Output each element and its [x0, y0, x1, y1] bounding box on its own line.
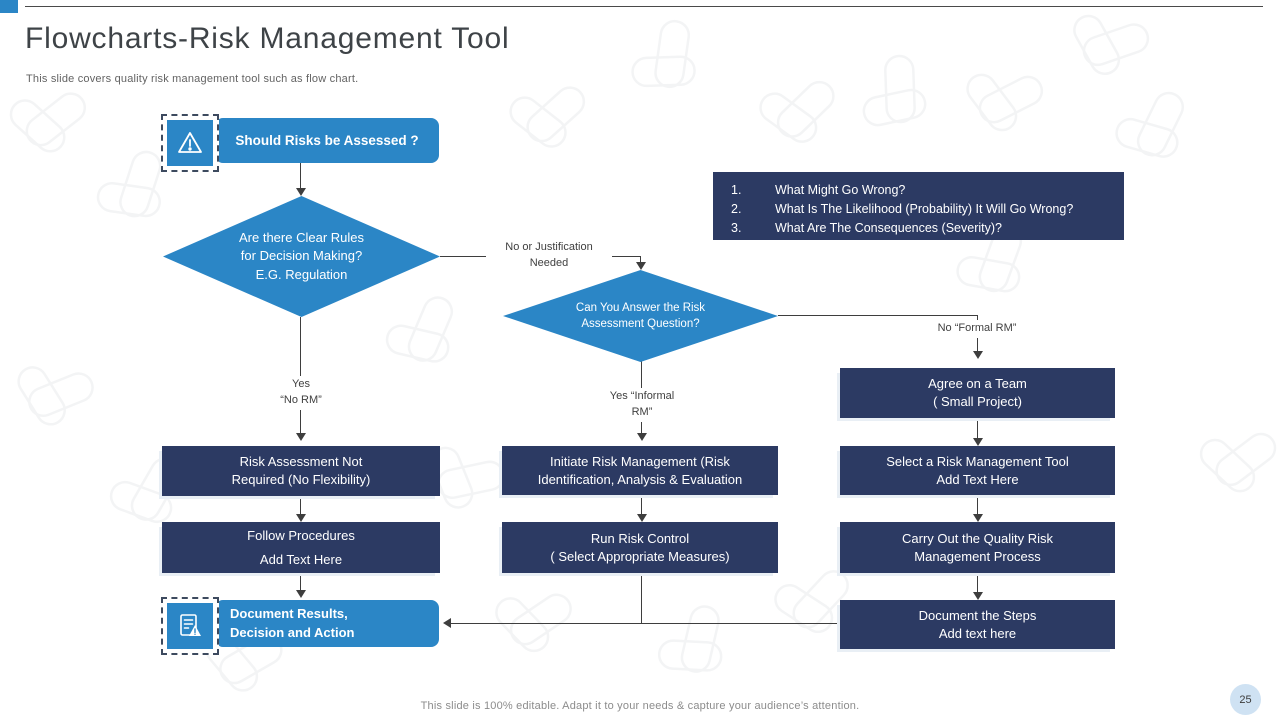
connector-decision1-down [300, 317, 301, 434]
node-select-tool-label: Select a Risk Management Tool Add Text H… [886, 453, 1069, 487]
node-risk-not-required: Risk Assessment Not Required (No Flexibi… [162, 446, 440, 496]
node-select-tool: Select a Risk Management Tool Add Text H… [840, 446, 1115, 495]
edge-label-no-justification: No or Justification Needed [486, 239, 612, 273]
warning-triangle-icon [167, 120, 213, 166]
question-text: What Might Go Wrong? [775, 183, 906, 197]
connector-risk-follow [300, 496, 301, 514]
connector-select-carry [977, 495, 978, 514]
edge-label-no-formal-rm: No “Formal RM” [917, 320, 1037, 338]
node-follow-procedures-line1: Follow Procedures [247, 527, 355, 543]
node-follow-procedures-line2: Add Text Here [259, 551, 343, 567]
decision-clear-rules: Are there Clear Rules for Decision Makin… [163, 196, 440, 317]
page-number-badge: 25 [1230, 684, 1261, 715]
node-agree-team: Agree on a Team ( Small Project) [840, 368, 1115, 418]
node-follow-procedures: Follow Procedures Add Text Here [162, 522, 440, 573]
arrowhead-risk-not-required [296, 433, 306, 441]
edge-label-yes-informal-rm: Yes “Informal RM” [594, 388, 690, 422]
page-subtitle: This slide covers quality risk managemen… [26, 73, 359, 85]
decision-clear-rules-label: Are there Clear Rules for Decision Makin… [239, 230, 364, 282]
node-document-results-label: Document Results, Decision and Action [230, 606, 355, 640]
arrowhead-into-document-results [443, 618, 451, 628]
connector-agree-select [977, 418, 978, 438]
accent-corner-bar [0, 0, 18, 13]
arrowhead-carry-out [973, 514, 983, 522]
question-item: 2. What Is The Likelihood (Probability) … [731, 200, 1114, 219]
document-warning-icon [167, 603, 213, 649]
connector-merge-documentresults [451, 623, 840, 624]
arrowhead-select-tool [973, 438, 983, 446]
arrowhead-document-steps [973, 592, 983, 600]
question-item: 1. What Might Go Wrong? [731, 181, 1114, 200]
page-number: 25 [1239, 693, 1252, 706]
node-agree-team-label: Agree on a Team ( Small Project) [928, 376, 1027, 409]
arrowhead-follow-procedures [296, 514, 306, 522]
node-initiate-risk-management: Initiate Risk Management (Risk Identific… [502, 446, 778, 495]
footer-note: This slide is 100% editable. Adapt it to… [420, 700, 860, 712]
arrowhead-start-decision1 [296, 188, 306, 196]
question-text: What Are The Consequences (Severity)? [775, 220, 1002, 235]
connector-start-decision1 [300, 163, 301, 189]
node-document-results: Document Results, Decision and Action [215, 600, 439, 647]
question-number: 3. [731, 220, 742, 235]
decision-answer-label: Can You Answer the Risk Assessment Quest… [575, 301, 706, 330]
arrowhead-run-risk-control [637, 514, 647, 522]
node-carry-out-label: Carry Out the Quality Risk Management Pr… [902, 530, 1053, 564]
question-text: What Is The Likelihood (Probability) It … [775, 201, 1074, 216]
question-item: 3. What Are The Consequences (Severity)? [731, 219, 1114, 238]
question-number: 1. [731, 183, 742, 197]
node-run-risk-control: Run Risk Control ( Select Appropriate Me… [502, 522, 778, 573]
node-risk-not-required-label: Risk Assessment Not Required (No Flexibi… [231, 454, 371, 487]
node-carry-out-process: Carry Out the Quality Risk Management Pr… [840, 522, 1115, 573]
connector-decision2-right [778, 315, 978, 316]
question-number: 2. [731, 201, 742, 216]
arrowhead-decision2-entry [636, 262, 646, 270]
arrowhead-initiate-rm [637, 433, 647, 441]
connector-carry-document [977, 573, 978, 592]
node-start-label: Should Risks be Assessed ? [235, 133, 419, 148]
arrowhead-document-results [296, 590, 306, 598]
node-document-steps: Document the Steps Add text here [840, 600, 1115, 649]
edge-label-yes-no-rm: Yes “No RM” [259, 376, 343, 410]
connector-initiate-run [641, 495, 642, 514]
risk-questions-box: 1. What Might Go Wrong? 2. What Is The L… [713, 172, 1124, 240]
node-initiate-rm-label: Initiate Risk Management (Risk Identific… [537, 453, 743, 487]
node-start: Should Risks be Assessed ? [215, 118, 439, 163]
header-divider-line [25, 6, 1263, 7]
decision-answer-question: Can You Answer the Risk Assessment Quest… [503, 270, 778, 362]
page-title: Flowcharts-Risk Management Tool [25, 22, 510, 55]
node-document-steps-label: Document the Steps Add text here [918, 607, 1037, 641]
connector-follow-document [300, 573, 301, 590]
connector-decision2-entry [640, 256, 641, 263]
connector-run-merge [641, 573, 642, 623]
node-run-risk-control-label: Run Risk Control ( Select Appropriate Me… [550, 530, 730, 564]
arrowhead-agree-team [973, 351, 983, 359]
